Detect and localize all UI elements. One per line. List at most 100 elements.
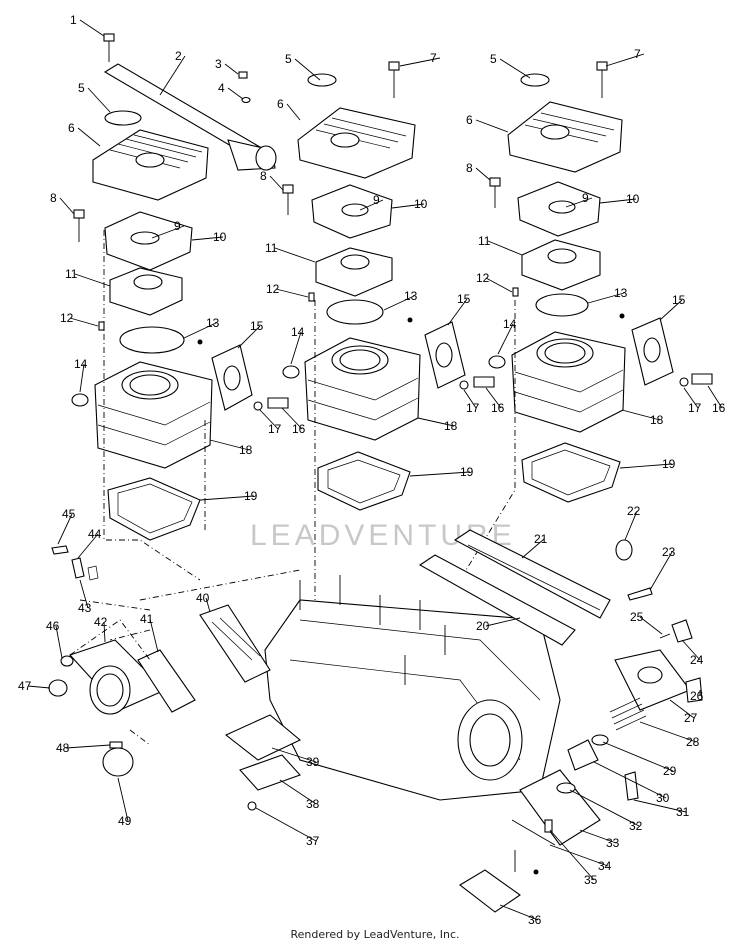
base-gasket-19-center (317, 451, 411, 511)
callout-number: 40 (196, 591, 210, 605)
clamp-screw-48 (109, 741, 123, 749)
callout-leader (602, 741, 674, 772)
crankcase-studs (299, 575, 446, 685)
callout-number: 35 (584, 873, 598, 887)
callout-leader (417, 417, 455, 427)
callout-leader (359, 199, 384, 211)
callout-number: 4 (218, 81, 225, 95)
exhaust-gasket-hole-right (643, 337, 661, 363)
callout-number: 16 (491, 401, 505, 415)
callout-leader (151, 225, 185, 239)
callout-leader (65, 744, 111, 749)
washer-17-center (459, 380, 469, 390)
callout-number: 16 (292, 422, 306, 436)
callout-leader (209, 439, 250, 451)
callout-number: 45 (62, 507, 76, 521)
callout-number: 48 (56, 741, 70, 755)
callout-number: 46 (46, 619, 60, 633)
intake-adapter-42 (69, 639, 166, 715)
callout-leader (475, 167, 491, 181)
callout-leader (383, 295, 415, 311)
callout-leader (79, 363, 85, 393)
callout-leader (593, 761, 667, 799)
o-ring-13-right (535, 293, 589, 317)
cylinder-head-left (92, 129, 209, 201)
o-ring-13-center (326, 299, 384, 325)
callout-leader (227, 87, 244, 100)
pin-35 (544, 819, 553, 833)
callout-leader (669, 699, 695, 719)
cylinder-18-left (94, 361, 213, 469)
callout-number: 10 (414, 197, 428, 211)
callout-leader (409, 471, 471, 477)
bolt-1 (103, 33, 115, 62)
callout-number: 38 (306, 797, 320, 811)
screw-3 (238, 71, 248, 79)
callout-number: 21 (534, 532, 548, 546)
cap-24 (671, 619, 693, 643)
water-cover-11-right (521, 239, 601, 291)
callout-leader (79, 19, 105, 37)
callout-number: 7 (430, 51, 437, 65)
leader-lines (27, 19, 723, 921)
callout-number: 8 (260, 169, 267, 183)
callout-number: 14 (74, 357, 88, 371)
callout-leader (521, 538, 545, 559)
callout-leader (633, 799, 687, 813)
cylinder-18-center (304, 337, 421, 441)
reed-39 (224, 714, 302, 761)
callout-number: 6 (466, 113, 473, 127)
callout-leader (255, 807, 317, 842)
water-manifold (103, 63, 277, 171)
screw-45 (51, 545, 69, 555)
callout-leader (499, 58, 531, 79)
right-cylinder-stack (459, 61, 713, 581)
dot-marker-right (619, 313, 625, 319)
stopper-38 (239, 754, 301, 791)
callout-number: 9 (582, 191, 589, 205)
callout-leader (183, 322, 217, 339)
callout-leader (275, 288, 309, 298)
callout-leader (269, 175, 284, 191)
bolt-26 (685, 677, 703, 703)
callout-leader (103, 621, 106, 643)
callout-number: 9 (373, 193, 380, 207)
callout-number: 36 (528, 913, 542, 927)
callout-number: 15 (250, 319, 264, 333)
callout-leader (485, 277, 513, 293)
callout-leader (77, 127, 101, 147)
callout-leader (271, 747, 317, 763)
callout-leader (485, 387, 502, 409)
gasket-5 (104, 110, 142, 126)
callout-leader (237, 325, 261, 349)
callout-leader (569, 789, 640, 827)
callout-number: 17 (466, 401, 480, 415)
callout-number: 28 (686, 735, 700, 749)
o-ring-9-center (341, 203, 369, 217)
callout-number: 13 (206, 316, 220, 330)
callout-leader (463, 389, 477, 409)
callout-number: 14 (503, 317, 517, 331)
callout-number: 13 (404, 289, 418, 303)
crankcase (264, 575, 561, 801)
nut-46 (60, 655, 74, 667)
callout-leader (159, 55, 186, 96)
callout-leader (55, 625, 63, 659)
callout-number: 1 (70, 13, 77, 27)
bolt-7-center (388, 61, 400, 98)
base-gasket-19 (107, 477, 201, 541)
callout-number: 33 (606, 836, 620, 850)
callout-leader (290, 331, 302, 365)
screw-23 (627, 587, 653, 601)
callout-number: 44 (88, 527, 102, 541)
bolt-8-center (282, 184, 294, 215)
base-gasket-19-right (521, 442, 621, 503)
callout-number: 6 (277, 97, 284, 111)
callout-number: 11 (478, 234, 491, 248)
washer-17-right (679, 377, 689, 387)
bolt-16-right (691, 373, 713, 385)
spring-28 (609, 697, 647, 731)
callout-leader (497, 323, 514, 355)
footer-credit: Rendered by LeadVenture, Inc. (290, 928, 460, 941)
callout-leader (485, 617, 521, 627)
